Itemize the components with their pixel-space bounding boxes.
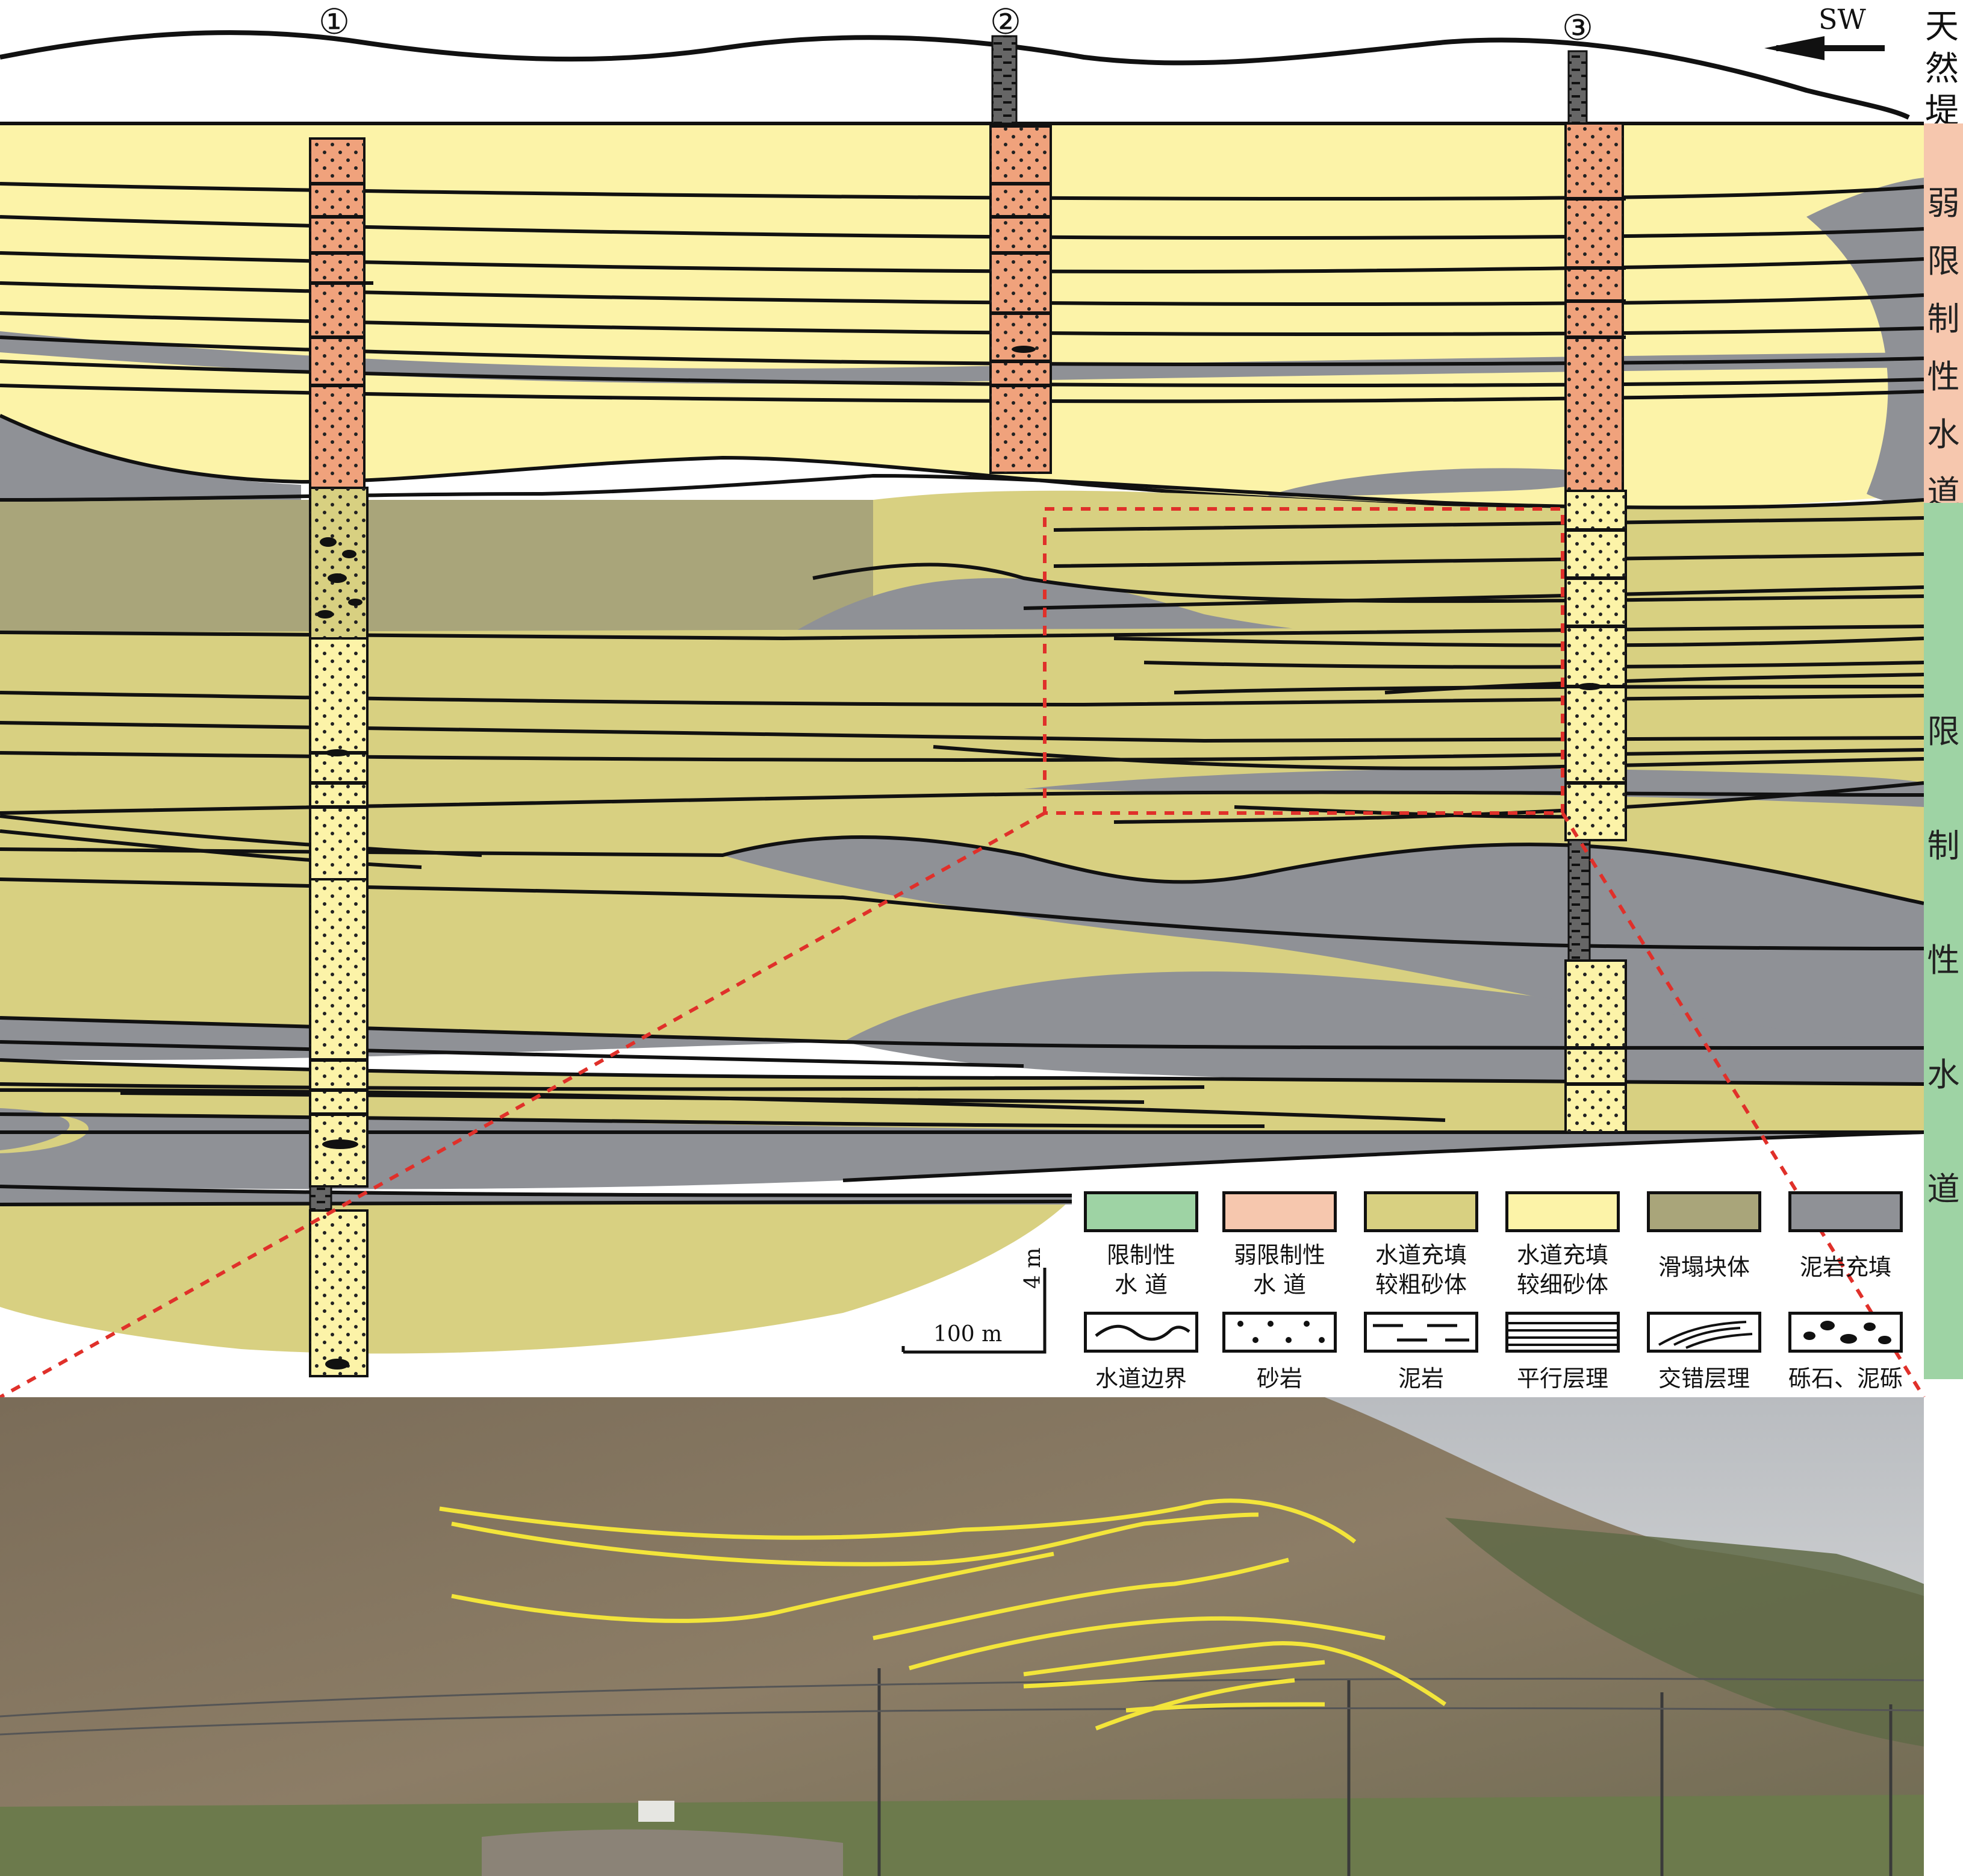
legend-mud-fill-swatch [1788, 1191, 1903, 1232]
weak-confined-zone-strip [1924, 123, 1963, 503]
mud-lens-middle [1024, 768, 1924, 807]
levee-label: 天然堤 [1925, 7, 1959, 131]
well-2-label: ② [990, 1, 1021, 42]
legend-gravel-label: 砾石、泥砾 [1788, 1365, 1903, 1392]
confined-zone-label: 限制性水道 [1927, 712, 1960, 1208]
legend-weak-confined-channel-swatch [1222, 1191, 1337, 1232]
upper-fine-sand-body [0, 123, 1924, 508]
legend-confined-channel-label: 限制性 水 道 [1106, 1242, 1175, 1298]
legend-confined-channel-swatch [1084, 1191, 1198, 1232]
legend-channel-boundary-label: 水道边界 [1095, 1365, 1187, 1392]
legend-sandstone-label: 砂岩 [1256, 1365, 1302, 1392]
sandstone-dots-icon [1222, 1312, 1337, 1353]
upper-mud-band [0, 331, 1924, 384]
upper-mud-lens-mid [1265, 468, 1597, 497]
coarse-sand-lowest [0, 1198, 1072, 1354]
slump-block [0, 500, 873, 638]
parallel-bedding-icon [1505, 1312, 1620, 1353]
levee-surface-line [0, 30, 1910, 120]
direction-label: SW [1818, 3, 1866, 36]
legend-parallel-bedding-label: 平行层理 [1516, 1365, 1608, 1392]
mudstone-dashes-icon [1364, 1312, 1478, 1353]
well-1-column [309, 137, 369, 1377]
channel-boundary-icon [1084, 1312, 1198, 1353]
legend-cross-bedding-label: 交错层理 [1658, 1365, 1750, 1392]
outcrop-photo [0, 1397, 1924, 1876]
scale-vertical-label: 4 m [1021, 1247, 1045, 1289]
legend-mudstone-label: 泥岩 [1398, 1365, 1444, 1392]
gravel-clasts [317, 346, 1602, 1370]
mud-lens-basal-left [0, 1018, 843, 1060]
legend-weak-confined-channel-label: 弱限制性 水 道 [1233, 1242, 1325, 1298]
legend-fine-sand-swatch [1505, 1191, 1620, 1232]
scale-horizontal-label: 100 m [933, 1322, 1003, 1347]
cross-bedding-icon [1647, 1312, 1761, 1353]
well-3-column [1564, 50, 1627, 1133]
scale-bar [901, 1268, 1047, 1354]
coarse-sand-middle [0, 626, 1924, 813]
legend-slump-swatch [1647, 1191, 1761, 1232]
legend-fine-sand-label: 水道充填 较细砂体 [1516, 1242, 1608, 1298]
weak-confined-zone-label: 弱限制性水道 [1927, 184, 1960, 511]
legend-slump-label: 滑塌块体 [1658, 1254, 1750, 1280]
confined-zone-strip [1924, 503, 1963, 1379]
mud-lens-basal-right [843, 971, 1924, 1086]
direction-arrow [1764, 36, 1885, 60]
well-3-label: ③ [1562, 7, 1593, 48]
photo-bed-traces [439, 1498, 1447, 1731]
legend-coarse-sand-swatch [1364, 1191, 1478, 1232]
photo-callout-dashed-box [0, 507, 1926, 1399]
gravel-mud-clasts-icon [1788, 1312, 1903, 1353]
lower-bed-lines [0, 473, 1924, 1206]
well-1-label: ① [319, 1, 350, 42]
mud-lower-wedge [0, 1108, 1924, 1189]
legend-coarse-sand-label: 水道充填 较粗砂体 [1375, 1242, 1467, 1298]
legend-mud-fill-label: 泥岩充填 [1799, 1254, 1891, 1280]
